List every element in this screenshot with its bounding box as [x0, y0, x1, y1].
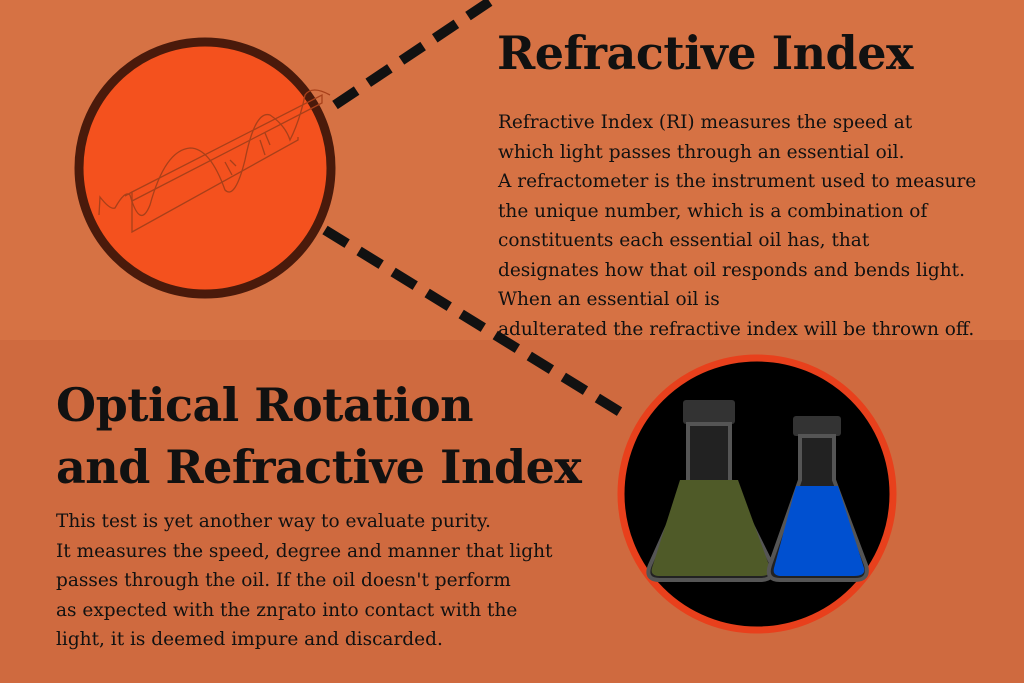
refractive-index-title: Refractive Index — [497, 26, 913, 80]
paragraph-line: passes through the oil. If the oil doesn… — [56, 570, 511, 591]
paragraph-line: When an essential oil is — [498, 289, 720, 310]
paragraph-line: as expected with the znɼato into contact… — [56, 599, 518, 621]
paragraph-line: constituents each essential oil has, tha… — [498, 230, 870, 251]
paragraph-line: A refractometer is the instrument used t… — [498, 171, 977, 192]
title-line: and Refractive Index — [56, 440, 582, 494]
paragraph-line: adulterated the refractive index will be… — [498, 318, 975, 340]
optical-rotation-title: Optical Rotation and Refractive Index — [56, 374, 582, 498]
flasks-illustration — [617, 354, 897, 634]
paragraph-line: It measures the speed, degree and manner… — [56, 540, 553, 562]
paragraph-line: Refractive Index (RI) measures the speed… — [498, 112, 913, 133]
light-wave-illustration — [74, 37, 336, 299]
optical-rotation-paragraph: This test is yet another way to evaluate… — [56, 507, 552, 655]
title-line: Optical Rotation — [56, 378, 474, 432]
dashed-connector-lines — [322, 0, 628, 420]
paragraph-line: This test is yet another way to evaluate… — [56, 511, 491, 532]
paragraph-line: the unique number, which is a combinatio… — [498, 200, 928, 222]
paragraph-line: light, it is deemed impure and discarded… — [56, 629, 443, 650]
paragraph-line: which light passes through an essential … — [498, 141, 905, 163]
refractive-index-paragraph: Refractive Index (RI) measures the speed… — [498, 108, 976, 344]
paragraph-line: designates how that oil responds and ben… — [498, 259, 965, 281]
